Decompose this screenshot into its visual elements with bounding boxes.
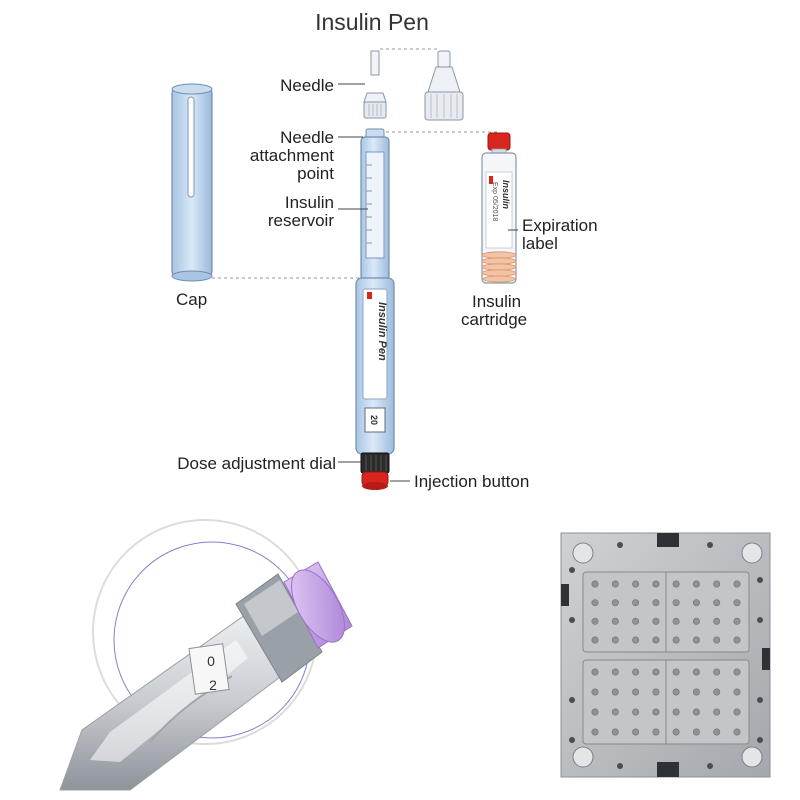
cap-illustration	[171, 83, 213, 282]
mold-cavity	[611, 668, 619, 676]
mold-cavity	[611, 617, 619, 625]
mold-cavity	[652, 668, 660, 676]
mold-cavity	[713, 599, 721, 607]
mold-cavity	[632, 617, 640, 625]
mold-cavity	[733, 580, 741, 588]
mold-cavity	[632, 668, 640, 676]
cartridge-exp-text: Exp 05/2018	[491, 182, 498, 221]
mold-cavity	[611, 688, 619, 696]
mold-cavity	[733, 636, 741, 644]
mold-cavity	[672, 668, 680, 676]
closeup-dial-number-0: 0	[207, 653, 215, 669]
mold-cavity	[713, 617, 721, 625]
mold-cavity	[652, 708, 660, 716]
mold-cavity	[692, 599, 700, 607]
mold-cavity	[713, 688, 721, 696]
mold-cavity	[733, 668, 741, 676]
mold-cavity	[733, 617, 741, 625]
mold-cavity	[692, 668, 700, 676]
mold-cavity	[611, 708, 619, 716]
mold-cavity	[713, 636, 721, 644]
pen-body-illustration: Insulin Pen 20	[355, 128, 395, 490]
mold-cavity	[632, 580, 640, 588]
dose-window-value: 20	[369, 415, 379, 425]
label-needle-attachment-3: point	[297, 164, 334, 183]
mold-cavity	[611, 599, 619, 607]
mold-cavity	[692, 580, 700, 588]
mold-cavity	[652, 599, 660, 607]
label-dose-dial: Dose adjustment dial	[177, 454, 336, 473]
label-cap: Cap	[176, 290, 207, 309]
label-expiration-1: Expiration	[522, 216, 598, 235]
mold-cavity	[713, 728, 721, 736]
mold-cavity	[652, 617, 660, 625]
cartridge-illustration: Insulin Exp 05/2018	[481, 132, 517, 284]
mold-cavity	[672, 580, 680, 588]
mold-cavity	[672, 708, 680, 716]
closeup-dial-number-2: 2	[209, 677, 217, 693]
mold-cavity	[591, 617, 599, 625]
mold-cavity	[632, 599, 640, 607]
mold-cavity	[591, 668, 599, 676]
mold-cavity	[591, 708, 599, 716]
diagram-title: Insulin Pen	[315, 9, 429, 35]
mold-cavity	[672, 636, 680, 644]
mold-cavity	[611, 580, 619, 588]
mold-cavity	[591, 636, 599, 644]
mold-cavity	[713, 708, 721, 716]
mold-cavity	[652, 728, 660, 736]
mold-cavity	[692, 636, 700, 644]
label-needle: Needle	[280, 76, 334, 95]
mold-cavity	[591, 688, 599, 696]
mold-cavity	[733, 688, 741, 696]
mold-cavity	[591, 728, 599, 736]
mold-cavity	[652, 688, 660, 696]
mold-cavity	[713, 580, 721, 588]
mold-cavity	[733, 599, 741, 607]
label-needle-attachment-2: attachment	[250, 146, 334, 165]
diagram-labels: Needle Needle attachment point Insulin r…	[176, 76, 598, 491]
mold-cavity	[672, 599, 680, 607]
mold-cavity	[652, 636, 660, 644]
needle-illustration	[363, 50, 464, 121]
mold-cavity	[713, 668, 721, 676]
pen-body-label: Insulin Pen	[376, 302, 388, 361]
label-cartridge-2: cartridge	[461, 310, 527, 329]
mold-cavity	[632, 708, 640, 716]
leader-lines	[338, 83, 518, 482]
mold-cavity	[692, 708, 700, 716]
mold-cavity	[692, 728, 700, 736]
label-needle-attachment-1: Needle	[280, 128, 334, 147]
mold-cavity	[632, 688, 640, 696]
mold-cavity	[733, 728, 741, 736]
mold-cavity	[591, 599, 599, 607]
mold-cavity	[692, 688, 700, 696]
mold-cavity	[591, 580, 599, 588]
pen-closeup-photo: 0 2	[59, 519, 353, 791]
label-injection-button: Injection button	[414, 472, 529, 491]
cartridge-label-text: Insulin	[501, 180, 511, 210]
mold-cavity	[672, 688, 680, 696]
label-cartridge-1: Insulin	[472, 292, 521, 311]
mold-cavity	[632, 728, 640, 736]
mold-cavity	[611, 728, 619, 736]
mold-cavity	[733, 708, 741, 716]
mold-cavity	[672, 617, 680, 625]
mold-cavity	[692, 617, 700, 625]
label-reservoir-2: reservoir	[268, 211, 334, 230]
mold-plate-photo	[560, 532, 771, 778]
guide-lines	[212, 48, 497, 279]
mold-cavity	[632, 636, 640, 644]
mold-cavity	[652, 580, 660, 588]
mold-cavity	[611, 636, 619, 644]
label-expiration-2: label	[522, 234, 558, 253]
label-reservoir-1: Insulin	[285, 193, 334, 212]
mold-cavity	[672, 728, 680, 736]
